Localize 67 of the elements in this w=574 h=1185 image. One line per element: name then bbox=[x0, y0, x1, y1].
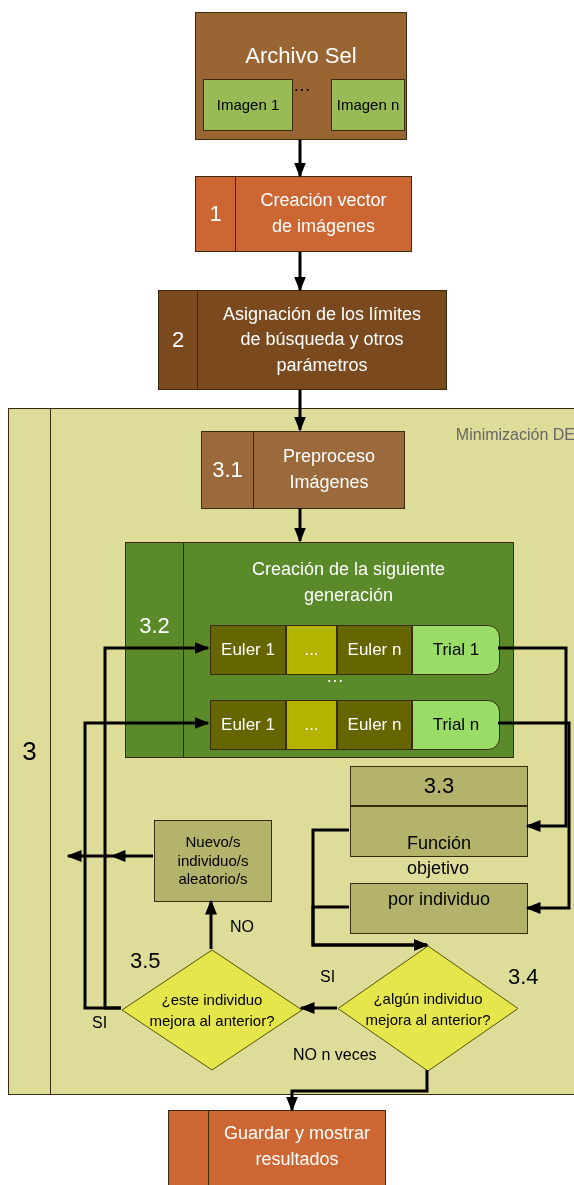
cell-label: Nuevo/s individuo/s aleatorio/s bbox=[176, 832, 250, 890]
decision-question: ¿algún individuo mejora al anterior? bbox=[364, 988, 492, 1030]
cell-label: 3.3 bbox=[423, 772, 455, 800]
connector-arrow bbox=[103, 642, 210, 1010]
cell-label: Euler n bbox=[347, 639, 402, 661]
step-number: 3.2 bbox=[138, 613, 171, 639]
cell-label: ... bbox=[304, 639, 319, 661]
cell-label: ... bbox=[304, 714, 319, 736]
group-region bbox=[8, 408, 574, 1095]
step-label: Asignación de los límites de búsqueda y otros parámetros bbox=[221, 302, 423, 377]
cell-label: Euler 1 bbox=[221, 714, 275, 736]
connector-arrow bbox=[299, 1002, 337, 1014]
data-cell bbox=[210, 700, 286, 750]
connector-arrow bbox=[498, 721, 571, 914]
step-number: 3.4 bbox=[508, 964, 539, 990]
note-text: … bbox=[325, 666, 345, 687]
connector-arrow bbox=[294, 140, 306, 178]
data-cell bbox=[350, 806, 528, 857]
data-cell bbox=[203, 79, 293, 131]
cell-label: Euler n bbox=[347, 714, 402, 736]
process-box bbox=[168, 1110, 386, 1185]
data-cell bbox=[286, 700, 337, 750]
data-cell bbox=[154, 820, 272, 902]
data-cell bbox=[286, 625, 337, 675]
cell-label: Imagen 1 bbox=[216, 95, 280, 115]
connector-arrow bbox=[286, 1070, 429, 1112]
connector-arrow bbox=[311, 905, 429, 951]
connector-arrow bbox=[67, 850, 153, 862]
data-cell bbox=[337, 625, 412, 675]
cell-label: Trial 1 bbox=[432, 639, 480, 661]
process-box bbox=[195, 176, 412, 252]
data-cell bbox=[350, 883, 528, 934]
process-box bbox=[201, 431, 405, 509]
connector-arrow bbox=[294, 390, 306, 432]
step-label: Preproceso Imágenes bbox=[281, 445, 377, 494]
data-cell bbox=[331, 79, 405, 131]
data-cell bbox=[210, 625, 286, 675]
data-cell bbox=[412, 700, 500, 750]
cell-label: Trial n bbox=[432, 714, 480, 736]
step-label: Guardar y mostrar resultados bbox=[222, 1122, 371, 1171]
step-number: 3.5 bbox=[130, 948, 161, 974]
connector-arrow bbox=[83, 717, 210, 1010]
cell-label: por individuo bbox=[387, 888, 491, 911]
connector-arrow bbox=[205, 899, 217, 949]
cell-label: Función bbox=[406, 831, 471, 854]
step-number: 3 bbox=[22, 736, 37, 767]
decision-question: ¿este individuo mejora al anterior? bbox=[148, 990, 276, 1031]
step-number: 1 bbox=[209, 201, 222, 227]
process-box bbox=[125, 542, 514, 758]
step-label: Creación vector de imágenes bbox=[259, 189, 388, 238]
box-title: Archivo Sel bbox=[244, 43, 358, 69]
step-number: 2 bbox=[171, 327, 185, 353]
region-title: Minimización DE bbox=[455, 426, 574, 444]
file-box bbox=[195, 12, 407, 140]
data-cell bbox=[337, 700, 412, 750]
connector-arrow bbox=[294, 508, 306, 543]
note-text: objetivo bbox=[405, 858, 470, 879]
ellipsis: … bbox=[293, 75, 311, 96]
cell-label: Imagen n bbox=[336, 95, 400, 115]
step-label: Creación de la siguiente generación bbox=[250, 558, 447, 607]
connector-arrow bbox=[294, 252, 306, 292]
data-cell bbox=[350, 766, 528, 806]
process-box bbox=[158, 290, 447, 390]
connector-arrow bbox=[498, 646, 568, 832]
cell-label: Euler 1 bbox=[221, 639, 275, 661]
step-number: 3.1 bbox=[212, 457, 243, 483]
data-cell bbox=[412, 625, 500, 675]
